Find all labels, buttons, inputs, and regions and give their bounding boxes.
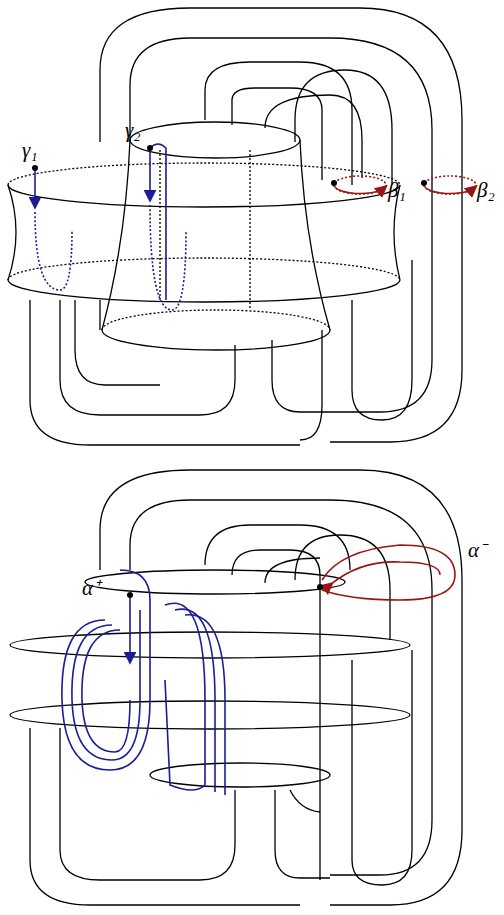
curve-label: γ₁ bbox=[22, 140, 38, 161]
curve-loops bbox=[32, 144, 476, 310]
upper-figure bbox=[8, 8, 462, 445]
curve-label: γ₂ bbox=[125, 120, 141, 141]
alpha-curves bbox=[62, 545, 455, 795]
curve-label: β₁ bbox=[388, 180, 406, 201]
curve-label: β₂ bbox=[477, 180, 495, 201]
lower-figure bbox=[10, 470, 462, 905]
curve-label: α⁻ bbox=[468, 540, 486, 561]
curve-label: α⁺ bbox=[82, 578, 100, 599]
